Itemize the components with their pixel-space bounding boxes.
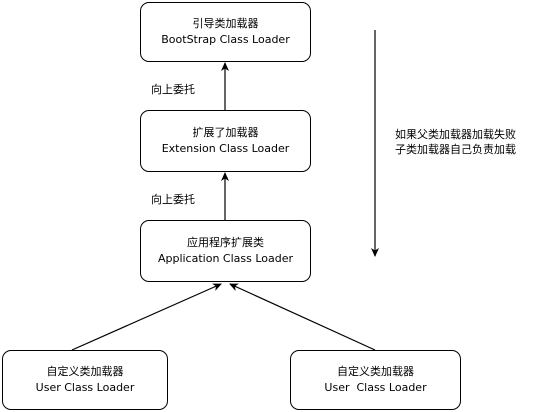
user-left-node-name: 自定义类加载器 xyxy=(46,365,124,378)
arrow-userleft-to-application xyxy=(71,283,222,351)
extension-node-subtitle: Extension Class Loader xyxy=(161,142,290,155)
delegate-upward-label-lower: 向上委托 xyxy=(151,193,195,206)
fallback-note-line-1: 如果父类加载器加载失败 xyxy=(395,128,516,141)
fallback-note-line-2: 子类加载器自己负责加载 xyxy=(395,143,516,156)
bootstrap-node-subtitle: BootStrap Class Loader xyxy=(161,33,290,46)
fallback-loading-note: 如果父类加载器加载失败 子类加载器自己负责加载 xyxy=(395,127,516,157)
extension-node-name: 扩展了加载器 xyxy=(192,126,259,139)
bootstrap-class-loader-node: 引导类加载器 BootStrap Class Loader xyxy=(140,2,311,62)
delegate-upward-label-upper: 向上委托 xyxy=(151,83,195,96)
application-node-name: 应用程序扩展类 xyxy=(187,236,264,249)
application-class-loader-node: 应用程序扩展类 Application Class Loader xyxy=(140,220,311,282)
user-right-node-subtitle: User Class Loader xyxy=(324,381,427,394)
user-class-loader-node-right: 自定义类加载器 User Class Loader xyxy=(290,350,461,410)
application-node-subtitle: Application Class Loader xyxy=(157,252,294,265)
user-class-loader-node-left: 自定义类加载器 User Class Loader xyxy=(2,350,168,410)
arrow-userright-to-application xyxy=(229,283,376,351)
extension-class-loader-node: 扩展了加载器 Extension Class Loader xyxy=(140,110,311,172)
bootstrap-node-name: 引导类加载器 xyxy=(192,17,259,30)
user-left-node-subtitle: User Class Loader xyxy=(35,381,135,394)
user-right-node-name: 自定义类加载器 xyxy=(337,365,414,378)
